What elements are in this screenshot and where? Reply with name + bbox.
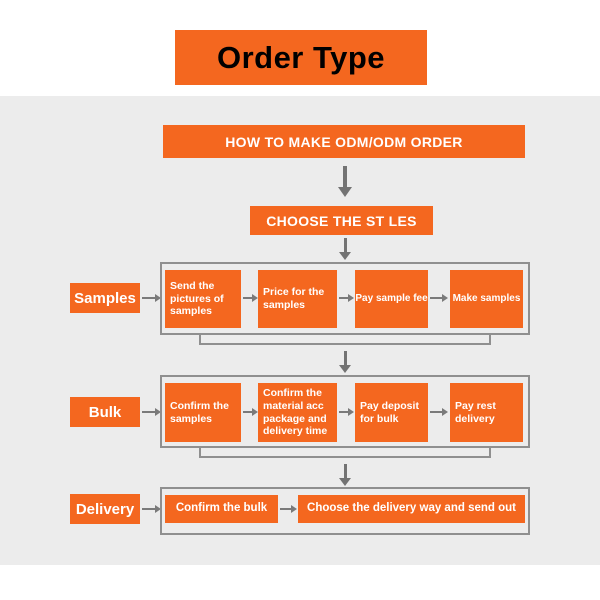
right-arrow (430, 294, 448, 302)
right-arrow (280, 505, 297, 513)
page-title-banner: Order Type (175, 30, 427, 85)
flowchart-canvas (0, 96, 600, 565)
down-arrow (339, 464, 351, 486)
samples-row-container (160, 262, 530, 335)
right-arrow (142, 505, 161, 513)
right-arrow (142, 408, 161, 416)
right-arrow (339, 408, 354, 416)
connector-bracket (199, 447, 491, 458)
down-arrow (339, 238, 351, 260)
flow-header-box: HOW TO MAKE ODM/ODM ORDER (163, 125, 525, 158)
step-box: Pay sample fee (355, 270, 428, 328)
step-box: Pay deposit for bulk (355, 383, 428, 442)
down-arrow (339, 351, 351, 373)
step-box: Confirm the bulk (165, 495, 278, 523)
right-arrow (430, 408, 448, 416)
bulk-row-container (160, 375, 530, 448)
right-arrow (339, 294, 354, 302)
step-box: Price for the samples (258, 270, 337, 328)
step-box: Pay rest delivery (450, 383, 523, 442)
step-box: Confirm the samples (165, 383, 241, 442)
row-label-bulk: Bulk (70, 397, 140, 427)
delivery-row-container (160, 487, 530, 535)
row-label-samples: Samples (70, 283, 140, 313)
down-arrow (338, 166, 352, 197)
step-box: Make samples (450, 270, 523, 328)
row-label-delivery: Delivery (70, 494, 140, 524)
right-arrow (243, 294, 258, 302)
right-arrow (142, 294, 161, 302)
flow-subheader-box: CHOOSE THE ST LES (250, 206, 433, 235)
step-box: Choose the delivery way and send out (298, 495, 525, 523)
connector-bracket (199, 334, 491, 345)
step-box: Send the pictures of samples (165, 270, 241, 328)
step-box: Confirm the material acc package and del… (258, 383, 337, 442)
right-arrow (243, 408, 258, 416)
